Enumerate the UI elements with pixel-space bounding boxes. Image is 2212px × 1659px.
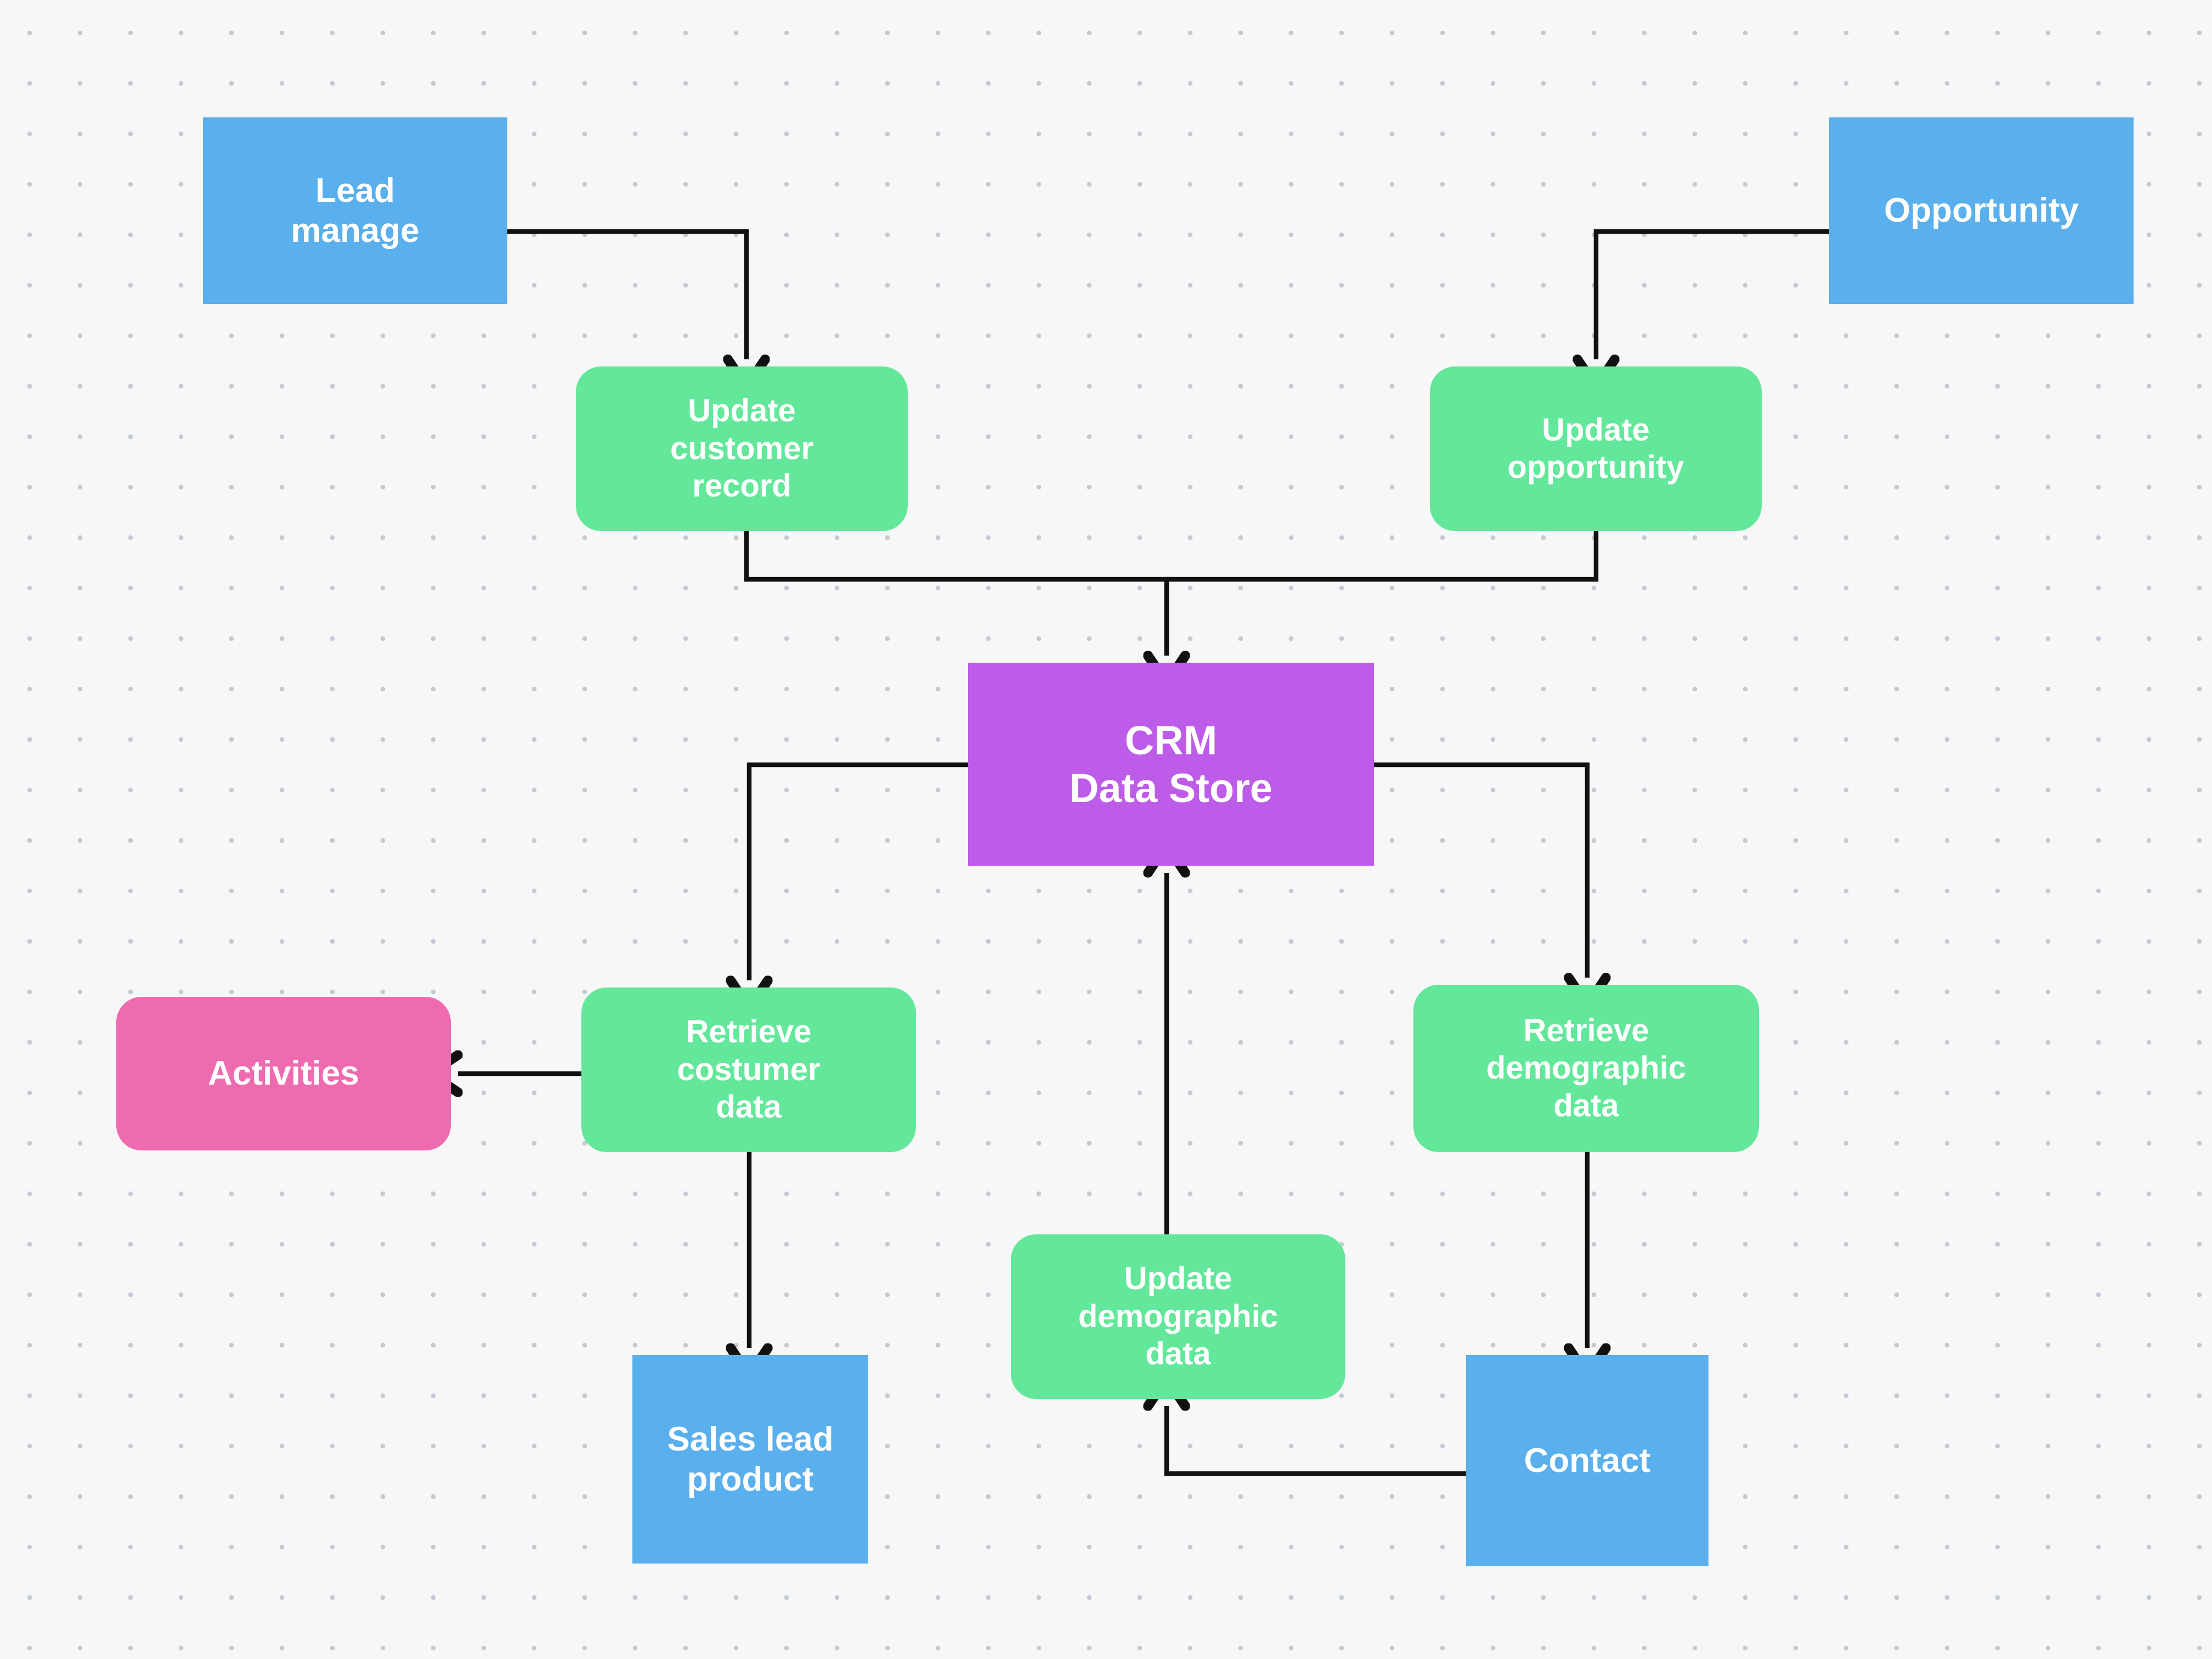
node-update_demographic[interactable]: Update demographic data [1011, 1234, 1345, 1399]
node-opportunity[interactable]: Opportunity [1829, 117, 2134, 304]
connector-e6 [1374, 762, 1587, 978]
connector-e10 [1167, 1406, 1466, 1476]
node-activities[interactable]: Activities [116, 997, 451, 1150]
node-label: CRM Data Store [1069, 717, 1273, 811]
node-crm_data_store[interactable]: CRM Data Store [968, 663, 1374, 866]
node-label: Sales lead product [667, 1420, 834, 1498]
node-label: Activities [208, 1054, 359, 1093]
node-label: Update opportunity [1507, 411, 1684, 485]
connector-e5 [749, 762, 968, 980]
node-lead_manage[interactable]: Lead manage [203, 117, 507, 304]
connector-e2 [1596, 229, 1829, 359]
connector-e1 [507, 229, 746, 359]
node-label: Lead manage [291, 171, 420, 250]
node-label: Opportunity [1884, 191, 2079, 230]
connector-e4 [1167, 531, 1599, 656]
connector-e3 [744, 531, 1167, 656]
node-update_customer_record[interactable]: Update customer record [576, 366, 908, 531]
node-retrieve_customer_data[interactable]: Retrieve costumer data [581, 988, 916, 1152]
node-label: Retrieve costumer data [677, 1014, 821, 1125]
node-label: Contact [1524, 1441, 1651, 1480]
node-label: Update customer record [670, 393, 814, 504]
node-update_opportunity[interactable]: Update opportunity [1430, 366, 1762, 531]
node-label: Retrieve demographic data [1486, 1012, 1687, 1124]
node-retrieve_demographic[interactable]: Retrieve demographic data [1413, 985, 1759, 1152]
node-contact[interactable]: Contact [1466, 1355, 1708, 1566]
node-sales_lead_product[interactable]: Sales lead product [632, 1355, 868, 1564]
node-label: Update demographic data [1078, 1261, 1278, 1372]
